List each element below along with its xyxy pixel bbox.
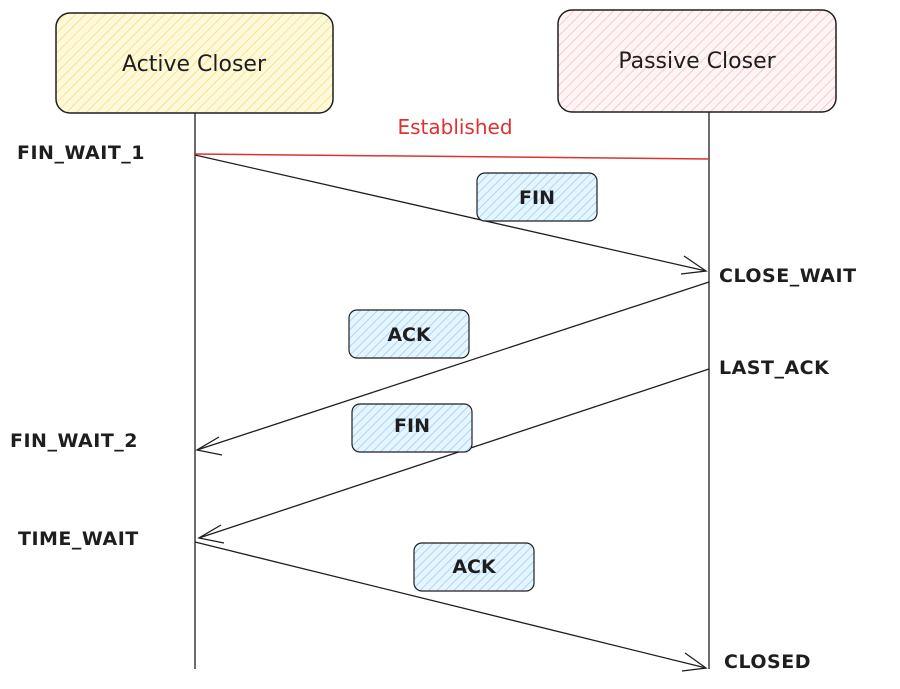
actor-label-left: Active Closer xyxy=(122,52,267,77)
message-label: FIN xyxy=(519,187,555,209)
state-last-ack: LAST_ACK xyxy=(719,357,830,379)
established-label: Established xyxy=(397,115,512,139)
actor-passive-closer: Passive Closer xyxy=(557,9,837,113)
arrow-ack-1 xyxy=(195,281,710,456)
actor-active-closer: Active Closer xyxy=(55,12,334,114)
state-close-wait: CLOSE_WAIT xyxy=(719,265,857,287)
state-fin-wait-1: FIN_WAIT_1 xyxy=(17,142,145,164)
state-closed: CLOSED xyxy=(724,651,811,673)
arrow-fin-2 xyxy=(197,368,710,544)
state-fin-wait-2: FIN_WAIT_2 xyxy=(10,430,138,452)
message-label: FIN xyxy=(394,415,430,437)
actor-label-right: Passive Closer xyxy=(618,49,776,74)
message-fin-2: FIN xyxy=(351,403,473,453)
message-ack-2: ACK xyxy=(413,542,535,592)
message-fin-1: FIN xyxy=(476,172,598,222)
message-label: ACK xyxy=(387,324,432,346)
actor-box-right xyxy=(557,9,837,113)
arrow-fin-1 xyxy=(194,154,708,275)
established-line xyxy=(194,153,710,160)
state-time-wait: TIME_WAIT xyxy=(18,528,139,550)
message-label: ACK xyxy=(452,556,497,578)
arrow-ack-2 xyxy=(194,541,708,672)
message-ack-1: ACK xyxy=(348,309,470,359)
